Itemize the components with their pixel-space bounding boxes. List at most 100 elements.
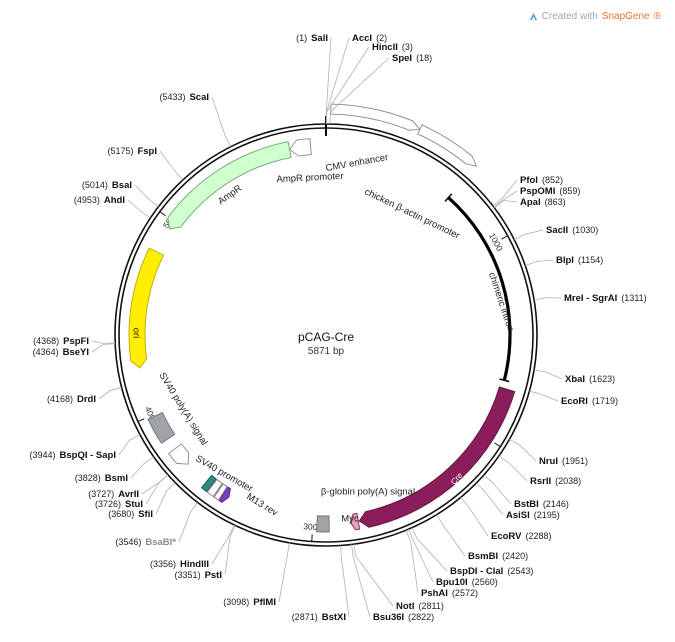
feature-shape — [218, 486, 231, 503]
site-ahdi[interactable]: (4953)AhdI — [74, 195, 151, 219]
feature-myc[interactable]: Myc — [341, 512, 361, 531]
site-pshai[interactable]: PshAI (2572) — [405, 530, 478, 599]
site-avrii[interactable]: (3727)AvrII — [88, 474, 169, 500]
site-bseyi[interactable]: (4364)BseYI — [33, 343, 116, 358]
site-leader-line — [411, 527, 448, 572]
site-name: XbaI — [565, 374, 585, 385]
site-position: (1) — [296, 33, 307, 43]
feature-chimeric-intron[interactable]: chimeric intron — [444, 193, 516, 383]
site-name: Bpu10I — [436, 577, 468, 588]
site-apai[interactable]: ApaI(863) — [494, 197, 566, 209]
site-label: Bsu36I(2822) — [373, 612, 434, 623]
site-position: (2288) — [525, 531, 551, 541]
site-name: PspFI — [63, 336, 89, 347]
site-bsmbi[interactable]: BsmBI(2420) — [436, 514, 529, 562]
site-blpi[interactable]: BlpI(1154) — [525, 255, 603, 266]
feature-ampr-promoter[interactable]: AmpR promoter — [276, 138, 344, 186]
site-bsmi[interactable]: (3828) BsmI — [75, 456, 154, 484]
site-name: BseYI — [63, 347, 89, 358]
site-rsrii[interactable]: RsrII(2038) — [498, 455, 581, 487]
site-leader-line — [408, 529, 434, 583]
site-xbai[interactable]: XbaI(1623) — [534, 369, 615, 385]
site-pspfi[interactable]: (4368)PspFI — [33, 336, 116, 347]
site-position: (4168) — [47, 394, 73, 404]
site-leader-line — [134, 184, 159, 208]
site-ecorv[interactable]: EcoRV(2288) — [460, 497, 552, 542]
site-leader-line — [494, 200, 518, 209]
site-name: NotI — [396, 601, 414, 612]
site-leader-line — [525, 259, 554, 266]
site-label: BsmBI(2420) — [468, 551, 528, 562]
site-bsai[interactable]: (5014)BsaI — [82, 180, 159, 208]
feature-label: M13 rev — [244, 491, 279, 518]
site-label: (4368)PspFI — [33, 336, 89, 347]
site-position: (2572) — [452, 588, 478, 598]
feature-shape — [358, 386, 516, 528]
site-sacii[interactable]: SacII(1030) — [514, 225, 598, 241]
site-drdi[interactable]: (4168) DrdI — [47, 387, 122, 405]
feature-ampr[interactable]: AmpR — [167, 141, 292, 230]
site-sali[interactable]: (1)SalI — [296, 33, 332, 125]
site-psti[interactable]: (3351)PstI — [175, 525, 236, 581]
site-name: SpeI — [392, 53, 412, 64]
site-name: HincII — [372, 42, 398, 53]
site-pfoi[interactable]: PfoI(852) — [492, 175, 563, 207]
site-label: AsiSI(2195) — [506, 510, 560, 521]
site-hindiii[interactable]: (3356)HindIII — [150, 524, 235, 570]
feature-lac-operator[interactable] — [213, 483, 228, 501]
site-bpu10i[interactable]: Bpu10I(2560) — [408, 529, 498, 588]
site-sfii[interactable]: (3680)SfiI — [108, 482, 176, 520]
plasmid-backbone — [114, 116, 538, 547]
site-name: PshAI — [421, 588, 448, 599]
site-leader-line — [509, 438, 537, 462]
feature-ori[interactable]: ori — [128, 247, 165, 369]
feature-lac-promoter[interactable] — [206, 478, 224, 498]
site-scai[interactable]: (5433)ScaI — [159, 92, 232, 147]
site-bstxi[interactable]: (2871)BstXI — [292, 545, 350, 623]
site-position: (1951) — [562, 456, 588, 466]
site-position: (2811) — [418, 601, 443, 611]
site-mrei-sgrai[interactable]: MreI - SgrAI(1311) — [533, 293, 647, 304]
site-name: AsiSI — [506, 510, 530, 521]
site-leader-line — [405, 530, 419, 594]
site-position: (2146) — [543, 499, 569, 509]
feature-cap-binding-site[interactable] — [200, 474, 217, 493]
snapgene-logo-icon — [529, 12, 537, 21]
site-name: FspI — [137, 146, 157, 157]
site-label: (3351)PstI — [175, 570, 222, 581]
site-asisi[interactable]: AsiSI(2195) — [475, 482, 560, 521]
site-position: (2038) — [555, 476, 581, 486]
feature-cre[interactable]: Cre — [358, 386, 516, 528]
site-position: (3726) — [95, 499, 121, 509]
site-position: (1030) — [572, 225, 598, 235]
feature-chicken-beta-actin-promoter[interactable]: chicken β-actin promoter — [363, 124, 478, 242]
feature-end-mark — [444, 193, 453, 202]
site-leader-line — [159, 150, 184, 181]
site-position: (2) — [376, 33, 387, 43]
site-name: PspOMI — [520, 186, 555, 197]
feature-beta-globin-polya-signal[interactable]: β-globin poly(A) signal — [316, 487, 415, 533]
site-bspdi-clai[interactable]: BspDI - ClaI(2543) — [411, 527, 533, 577]
site-pspomi[interactable]: PspOMI(859) — [493, 186, 581, 208]
site-bspqi-sapi[interactable]: (3944)BspQI - SapI — [30, 434, 141, 461]
site-label: ApaI(863) — [520, 197, 566, 208]
site-spei[interactable]: SpeI(18) — [329, 53, 432, 125]
site-position: (3828) — [75, 473, 101, 483]
feature-sv40-polya-signal[interactable]: SV40 poly(A) signal — [147, 371, 210, 448]
site-position: (5014) — [82, 180, 108, 190]
site-leader-line — [224, 525, 236, 576]
site-hincii[interactable]: HincII(3) — [326, 42, 413, 125]
site-pflmi[interactable]: (3098)PflMI — [223, 542, 290, 608]
site-bstbi[interactable]: BstBI(2146) — [483, 474, 569, 510]
site-leader-line — [514, 229, 544, 241]
site-nrui[interactable]: NruI(1951) — [509, 438, 588, 467]
site-bsu36i[interactable]: Bsu36I(2822) — [351, 544, 435, 623]
site-name: BsmI — [105, 473, 128, 484]
site-noti[interactable]: NotI (2811) — [353, 544, 444, 612]
site-name: DrdI — [77, 394, 96, 405]
site-name: BsmBI — [468, 551, 498, 562]
site-fspi[interactable]: (5175)FspI — [107, 146, 184, 181]
site-bsabi-[interactable]: (3546)BsaBI* — [115, 502, 199, 548]
site-ecori[interactable]: EcoRI(1719) — [529, 390, 618, 407]
